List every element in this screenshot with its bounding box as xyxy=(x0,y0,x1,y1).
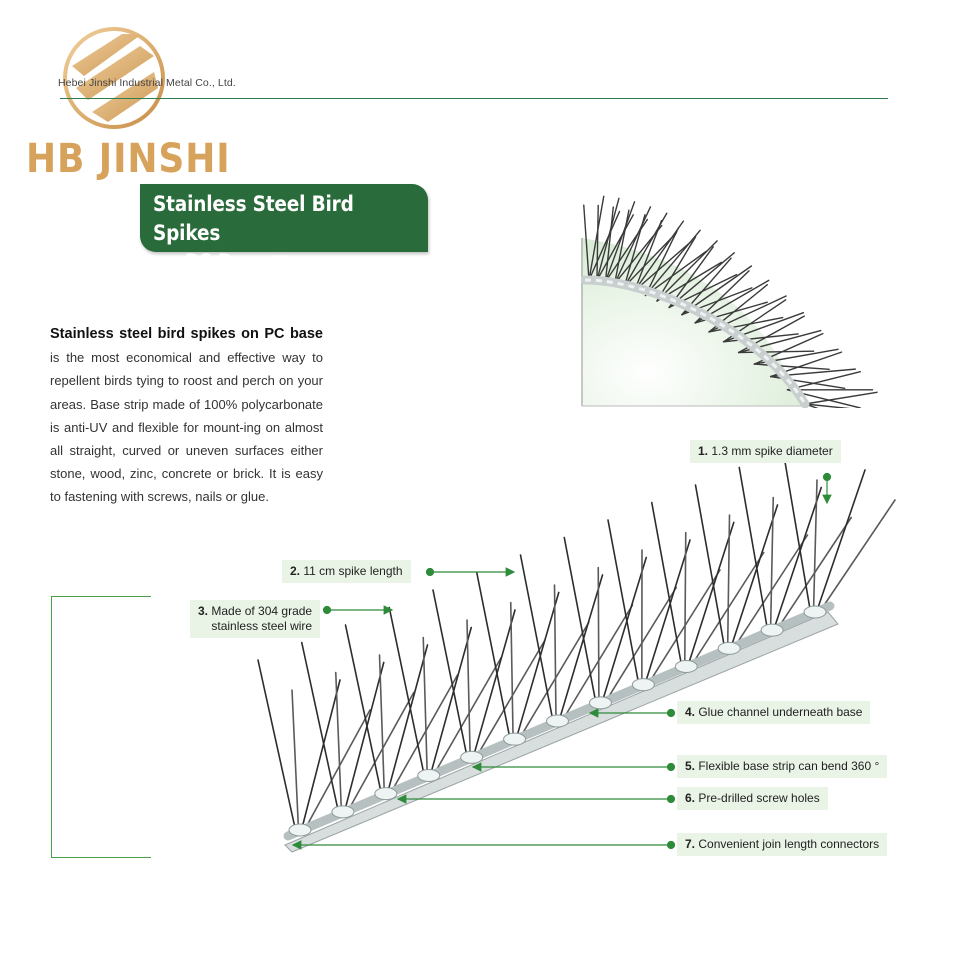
base-strip xyxy=(283,601,839,853)
curved-spike-photo xyxy=(581,195,878,408)
callout-5: 5. Flexible base strip can bend 360 ° xyxy=(677,755,888,778)
logo-icon xyxy=(63,27,165,129)
product-title-line2: on PC Base ▼ xyxy=(153,250,288,274)
callout-6: 6. Pre-drilled screw holes xyxy=(677,787,828,810)
company-name: Hebei Jinshi Industrial Metal Co., Ltd. xyxy=(58,77,236,89)
callout-7: 7. Convenient join length connectors xyxy=(677,833,888,856)
header-divider xyxy=(60,98,888,99)
decorative-frame xyxy=(51,596,151,858)
description-body: is the most economical and effective way… xyxy=(50,350,323,505)
callout-2: 2. 11 cm spike length xyxy=(282,560,411,583)
product-title-line1: Stainless Steel Bird Spikes xyxy=(153,192,354,245)
product-title: Stainless Steel Bird Spikes on PC Base ▼ xyxy=(153,190,399,277)
brand-wordmark: HB JINSHI xyxy=(26,136,231,182)
title-badge xyxy=(140,184,428,252)
product-description: Stainless steel bird spikes on PC base i… xyxy=(50,322,323,509)
callout-4: 4. Glue channel underneath base xyxy=(677,701,871,724)
callout-1: 1. 1.3 mm spike diameter xyxy=(690,440,841,463)
description-lead: Stainless steel bird spikes on PC base xyxy=(50,326,323,342)
